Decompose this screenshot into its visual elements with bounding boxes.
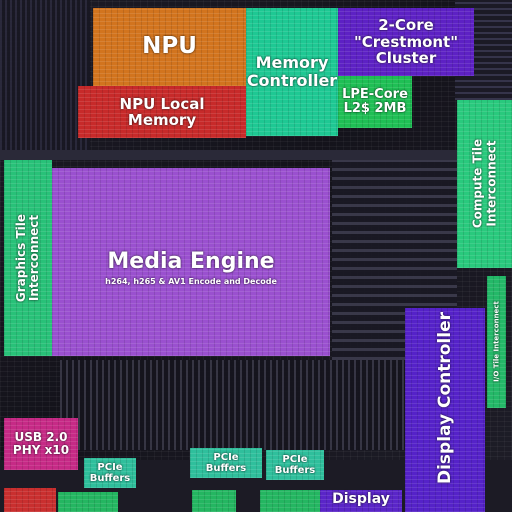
media-engine-subtitle: h264, h265 & AV1 Encode and Decode bbox=[105, 276, 277, 286]
compute-tile-line2: Interconnect bbox=[484, 140, 498, 227]
graphics-tile-line2: Interconnect bbox=[27, 214, 41, 302]
io-tile-label: I/O Tile Interconnect bbox=[492, 301, 501, 382]
usb-phy-line1: USB 2.0 bbox=[14, 429, 68, 444]
display-bottom-label: Display bbox=[332, 491, 390, 507]
memory-controller-line2: Controller bbox=[246, 71, 338, 90]
pcie-buffers-left-block: PCIe Buffers bbox=[84, 458, 136, 488]
cluster-line3: Cluster bbox=[375, 49, 437, 68]
pcie-right-line2: Buffers bbox=[274, 465, 316, 476]
bottom-green-block-mid bbox=[192, 490, 236, 512]
media-engine-block: Media Engine h264, h265 & AV1 Encode and… bbox=[52, 168, 330, 356]
npu-block: NPU bbox=[93, 8, 246, 86]
memory-controller-block: Memory Controller bbox=[246, 8, 338, 136]
io-tile-interconnect-block: I/O Tile Interconnect bbox=[487, 276, 506, 408]
usb-phy-block: USB 2.0 PHY x10 bbox=[4, 418, 78, 470]
npu-label: NPU bbox=[142, 33, 197, 60]
pcie-buffers-mid-block: PCIe Buffers bbox=[190, 448, 262, 478]
compute-tile-line1: Compute Tile bbox=[470, 138, 485, 229]
bottom-green-block-right bbox=[260, 490, 320, 512]
pcie-mid-line2: Buffers bbox=[205, 463, 247, 474]
display-controller-block: Display Controller bbox=[405, 308, 485, 512]
display-controller-label: Display Controller bbox=[434, 312, 455, 485]
pcie-left-line2: Buffers bbox=[89, 473, 131, 484]
display-bottom-block: Display bbox=[320, 490, 402, 512]
bottom-red-block bbox=[4, 488, 56, 512]
cluster-line1: 2-Core bbox=[378, 16, 434, 35]
pcie-right-line1: PCIe bbox=[282, 454, 308, 465]
circuit-texture bbox=[0, 0, 90, 160]
npu-local-memory-line2: Memory bbox=[127, 111, 197, 129]
lpe-core-line2: L2$ 2MB bbox=[343, 101, 407, 116]
circuit-texture bbox=[60, 360, 430, 450]
bottom-green-block-left bbox=[58, 492, 118, 512]
graphics-tile-interconnect-block: Graphics Tile Interconnect bbox=[4, 160, 52, 356]
crestmont-cluster-block: 2-Core "Crestmont" Cluster bbox=[338, 8, 474, 76]
memory-controller-line1: Memory bbox=[255, 53, 329, 73]
lpe-core-line1: LPE-Core bbox=[342, 86, 408, 102]
media-engine-title: Media Engine bbox=[107, 248, 275, 274]
circuit-texture bbox=[332, 160, 457, 360]
compute-tile-interconnect-block: Compute Tile Interconnect bbox=[457, 100, 512, 268]
npu-local-memory-block: NPU Local Memory bbox=[78, 86, 246, 138]
cluster-line2: "Crestmont" bbox=[353, 32, 459, 51]
npu-local-memory-line1: NPU Local bbox=[119, 94, 205, 113]
pcie-mid-line1: PCIe bbox=[213, 452, 239, 463]
die-seam bbox=[0, 150, 512, 160]
pcie-left-line1: PCIe bbox=[97, 462, 123, 473]
lpe-core-l2-block: LPE-Core L2$ 2MB bbox=[338, 76, 412, 128]
usb-phy-line2: PHY x10 bbox=[12, 443, 70, 457]
pcie-buffers-right-block: PCIe Buffers bbox=[266, 450, 324, 480]
